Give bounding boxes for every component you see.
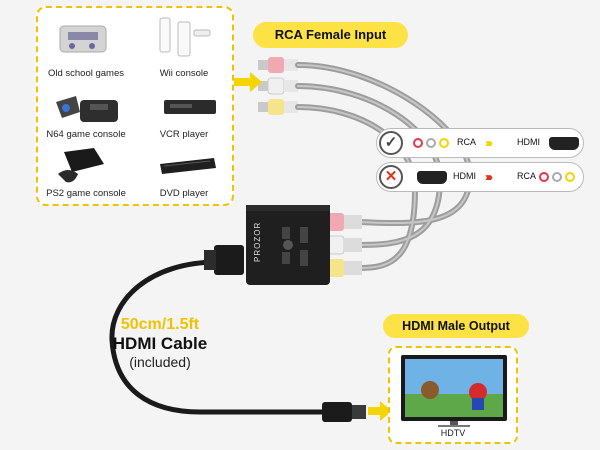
cable-note: (included) <box>129 354 191 370</box>
device-label: Old school games <box>47 68 125 79</box>
hdmi-plug-top <box>214 245 244 275</box>
hdmi-output-label: HDMI Male Output <box>383 314 529 338</box>
device-label: N64 game console <box>46 129 126 140</box>
cable-name: HDMI Cable <box>112 334 208 353</box>
rca-text: RCA <box>517 171 537 181</box>
device-label: VCR player <box>159 129 209 140</box>
source-devices-panel: Old school games Wii console N64 game co… <box>36 6 234 206</box>
rca-plugs-top <box>258 57 298 115</box>
wii-console-icon <box>159 17 211 57</box>
device-label: PS2 game console <box>46 188 126 199</box>
dvd-player-icon <box>160 158 216 174</box>
hdmi-text: HDMI <box>453 171 476 181</box>
rca-plugs-box <box>327 213 362 277</box>
check-icon: ✓ <box>379 131 403 155</box>
cable-length: 50cm/1.5ft <box>120 316 200 333</box>
unsupported-conversion: ✕ HDMI ››››› RCA <box>376 162 584 192</box>
input-arrow <box>232 72 262 92</box>
cross-icon: ✕ <box>379 165 403 189</box>
chevron-right-icon: ››››› <box>485 136 493 150</box>
ps2-console-icon <box>58 148 104 183</box>
device-label: DVD player <box>159 188 209 199</box>
hdmi-port-icon <box>417 171 447 184</box>
vcr-player-icon <box>164 100 216 114</box>
converter-box <box>246 205 330 285</box>
output-arrow <box>368 401 392 421</box>
brand-label: PROZOR <box>253 221 262 262</box>
hdmi-plug-bottom <box>322 402 352 422</box>
n64-console-icon <box>56 96 118 122</box>
chevron-right-icon: ››››› <box>485 170 493 184</box>
hdtv-panel: HDTV <box>388 346 518 444</box>
hdmi-cable <box>109 259 331 415</box>
supported-conversion: ✓ RCA ››››› HDMI <box>376 128 584 158</box>
tv-icon <box>401 355 507 427</box>
hdmi-port-icon <box>549 137 579 150</box>
snes-console-icon <box>59 25 107 53</box>
hdtv-label: HDTV <box>440 428 466 438</box>
cable-description: 50cm/1.5ft HDMI Cable (included) <box>100 316 220 370</box>
rca-text: RCA <box>457 137 477 147</box>
rca-input-label: RCA Female Input <box>253 22 408 48</box>
hdmi-text: HDMI <box>517 137 540 147</box>
device-label: Wii console <box>159 68 209 79</box>
